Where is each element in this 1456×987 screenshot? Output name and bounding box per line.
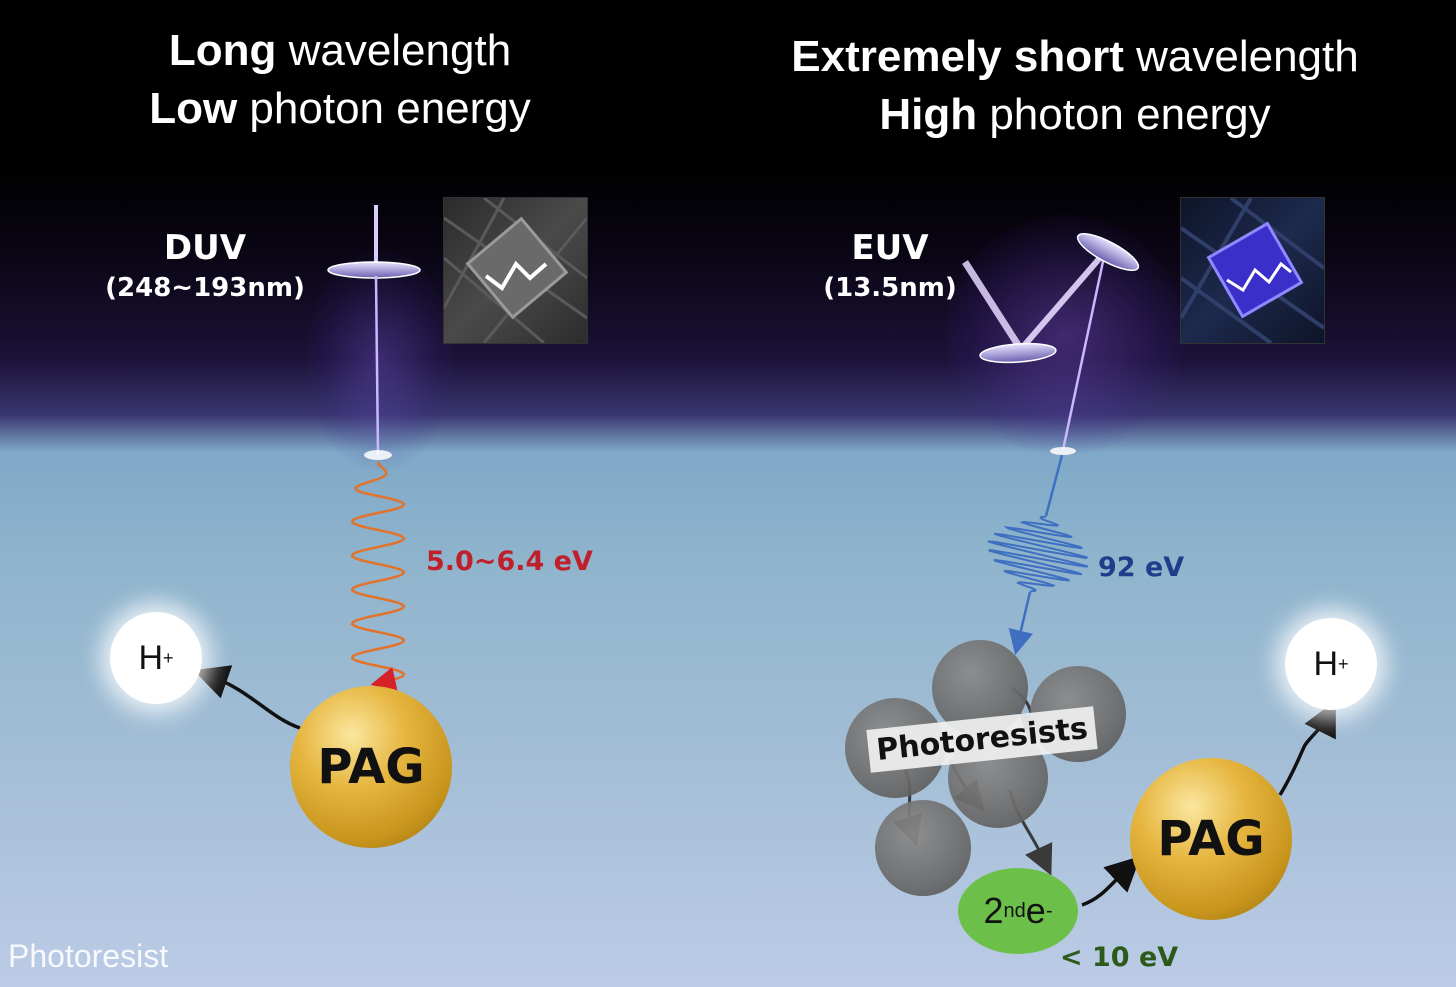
euv-mirror-upper (1076, 233, 1140, 271)
left-headline-rest2: photon energy (237, 84, 531, 133)
duv-pag-sphere: PAG (290, 686, 452, 848)
left-headline-line2: Low photon energy (100, 80, 580, 138)
euv-source-label: EUV (13.5nm) (800, 226, 980, 306)
photoresist-layer-label: Photoresist (8, 938, 169, 974)
duv-proton: H+ (110, 612, 202, 704)
euv-pag-sphere: PAG (1130, 758, 1292, 920)
euv-proton-arrow (1278, 700, 1336, 796)
euv-photon-arrow (1008, 591, 1034, 656)
electron-symbol: e (1025, 890, 1046, 931)
right-headline-rest1: wavelength (1123, 32, 1359, 81)
duv-beam-glow (305, 250, 455, 470)
euv-proton-symbol: H (1313, 644, 1339, 683)
duv-range: (248~193nm) (105, 273, 305, 303)
right-headline: Extremely short wavelength High photon e… (745, 28, 1405, 144)
duv-pag-label: PAG (317, 739, 425, 795)
euv-pattern-thumbnail (1180, 197, 1325, 344)
left-headline-bold2: Low (149, 84, 238, 133)
euv-beam-glow (945, 215, 1185, 455)
euv-photon-lead (1044, 454, 1064, 517)
euv-impact-point (1050, 447, 1076, 455)
left-headline-bold1: Long (168, 26, 277, 75)
duv-beam (327, 205, 421, 460)
euv-beam (962, 233, 1140, 455)
euv-name: EUV (851, 228, 929, 268)
duv-pattern-graphic (444, 198, 587, 343)
electron-energy-label: < 10 eV (1060, 942, 1179, 973)
euv-proton: H+ (1285, 618, 1377, 710)
euv-energy-label: 92 eV (1098, 552, 1185, 583)
left-headline: Long wavelength Low photon energy (100, 22, 580, 138)
electron-sup: nd (1003, 899, 1026, 922)
duv-proton-charge: + (163, 647, 174, 668)
euv-proton-charge: + (1338, 653, 1349, 674)
euv-pag-label: PAG (1157, 811, 1265, 867)
right-headline-line1: Extremely short wavelength (745, 28, 1405, 86)
left-headline-rest1: wavelength (276, 26, 512, 75)
right-headline-bold2: High (879, 90, 978, 139)
duv-energy-label: 5.0~6.4 eV (426, 546, 593, 577)
duv-proton-arrow (193, 665, 301, 730)
euv-mirror-lower (979, 342, 1057, 364)
electron-to-pag-arrow (1081, 855, 1141, 907)
euv-range: (13.5nm) (823, 273, 957, 303)
duv-pattern-thumbnail (443, 197, 588, 344)
left-headline-line1: Long wavelength (100, 22, 580, 80)
photoresist-particle-5 (875, 800, 971, 896)
duv-photon-wave (350, 461, 406, 692)
right-headline-rest2: photon energy (977, 90, 1271, 139)
duv-proton-symbol: H (138, 638, 164, 677)
electron-base: 2 (983, 890, 1004, 931)
duv-impact-point (364, 450, 392, 460)
electron-charge: - (1045, 899, 1053, 922)
right-headline-bold1: Extremely short (791, 32, 1124, 81)
duv-source-label: DUV (248~193nm) (95, 226, 315, 306)
euv-photon-wave (987, 515, 1089, 593)
duv-name: DUV (163, 228, 247, 268)
duv-mirror (327, 261, 421, 279)
euv-pattern-graphic (1181, 198, 1324, 343)
right-headline-line2: High photon energy (745, 86, 1405, 144)
